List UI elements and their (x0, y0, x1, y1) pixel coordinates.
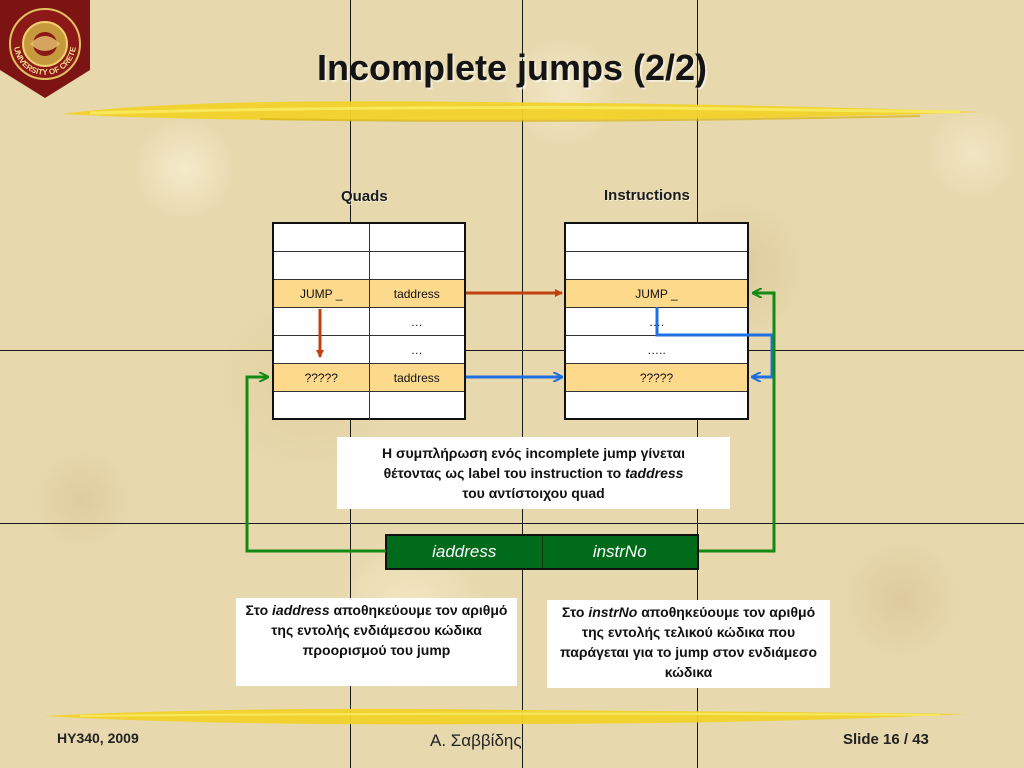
instruction-row (566, 224, 747, 252)
quad-op-cell (274, 308, 369, 335)
instruction-cell (566, 252, 747, 279)
instruction-row-highlighted: ????? (566, 364, 747, 392)
instruction-cell (566, 392, 747, 420)
quad-arg-cell: … (368, 308, 465, 335)
instruction-cell: JUMP _ (635, 286, 678, 301)
incomplete-jump-struct: iaddress instrNo (385, 534, 699, 570)
quad-row: … (274, 336, 464, 364)
instruction-cell (566, 224, 747, 251)
guide-line (522, 0, 523, 768)
instrno-field: instrNo (541, 536, 698, 568)
instructions-label: Instructions (604, 187, 690, 204)
quad-op-cell (274, 252, 369, 279)
quad-arg-cell: taddress (368, 364, 465, 391)
footer-course: HY340, 2009 (57, 730, 139, 746)
iaddress-field: iaddress (432, 542, 497, 561)
quad-op-cell: JUMP _ (300, 286, 343, 301)
quad-arg-cell (368, 224, 465, 251)
quad-row (274, 224, 464, 252)
guide-line (0, 523, 1024, 524)
instructions-table: JUMP _ …. ….. ????? (564, 222, 749, 420)
quad-arg-cell (368, 392, 465, 420)
completion-note-emphasis: taddress (625, 465, 684, 481)
instrno-note: Στο instrNo αποθηκεύουμε τον αριθμό της … (547, 600, 830, 688)
quad-op-cell (274, 224, 369, 251)
instrno-note-text: Στο (561, 604, 589, 620)
iaddress-note-emphasis: iaddress (272, 602, 330, 618)
iaddress-note: Στο iaddress αποθηκεύουμε τον αριθμό της… (236, 598, 517, 686)
iaddress-note-text: Στο (245, 602, 273, 618)
footer-slide-number: Slide 16 / 43 (843, 731, 929, 748)
quads-table: JUMP _ taddress … … ????? taddress (272, 222, 466, 420)
quad-row (274, 392, 464, 420)
instruction-row: ….. (566, 336, 747, 364)
guide-line (0, 350, 1024, 351)
footer-swoosh (44, 708, 966, 725)
slide-title: Incomplete jumps (2/2) (316, 47, 708, 88)
completion-note-line1: Η συμπλήρωση ενός incomplete jump γίνετα… (381, 445, 686, 461)
university-logo: UNIVERSITY OF CRETE (0, 0, 90, 98)
quad-arg-cell: … (368, 336, 465, 363)
quad-arg-cell: taddress (368, 280, 465, 307)
instruction-row-highlighted: JUMP _ (566, 280, 747, 308)
instruction-cell: …. (648, 314, 665, 329)
instruction-row (566, 252, 747, 280)
quad-op-cell (274, 392, 369, 420)
instruction-row: …. (566, 308, 747, 336)
quad-row-highlighted: JUMP _ taddress (274, 280, 464, 308)
completion-note-line3: του αντίστοιχου quad (462, 485, 605, 501)
footer-author: Α. Σαββίδης (430, 731, 522, 750)
completion-note-text: θέτοντας ως label του instruction το (383, 465, 626, 481)
instrno-note-text: αποθηκεύουμε τον αριθμό της εντολής τελι… (559, 604, 818, 680)
instrno-note-emphasis: instrNo (588, 604, 638, 620)
quad-op-cell (274, 336, 369, 363)
instruction-cell: ….. (647, 342, 666, 357)
instruction-row (566, 392, 747, 420)
quad-arg-cell (368, 252, 465, 279)
quad-row: … (274, 308, 464, 336)
completion-note-line2: θέτοντας ως label του instruction το tad… (337, 463, 730, 483)
completion-note: Η συμπλήρωση ενός incomplete jump γίνετα… (337, 437, 730, 509)
quad-row (274, 252, 464, 280)
quad-row-highlighted: ????? taddress (274, 364, 464, 392)
quads-label: Quads (341, 188, 388, 205)
iaddress-note-text: αποθηκεύουμε τον αριθμό της εντολής ενδι… (271, 602, 508, 658)
instruction-cell: ????? (639, 370, 674, 385)
quad-op-cell: ????? (304, 370, 338, 385)
title-underline-swoosh (62, 101, 982, 122)
